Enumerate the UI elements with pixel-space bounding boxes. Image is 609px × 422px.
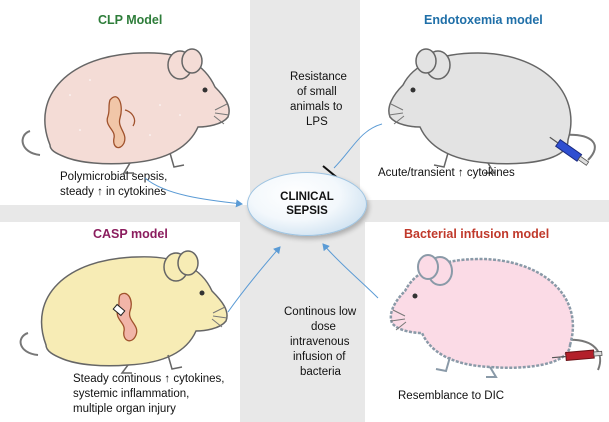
clp-caption-line-1: Polymicrobial sepsis, xyxy=(60,171,168,183)
endotoxemia-rat-illustration xyxy=(388,48,596,174)
bacterial-infusion-model-title: Bacterial infusion model xyxy=(404,227,550,241)
casp-caption-line-1: Steady continous ↑ cytokines, xyxy=(73,373,225,385)
casp-caption-line-2: systemic inflammation, xyxy=(73,388,190,400)
endotoxemia-side-note-line-4: LPS xyxy=(306,116,328,128)
endotoxemia-side-note-line-3: animals to xyxy=(290,101,343,113)
bacterial-side-note-line-3: intravenous xyxy=(290,336,350,348)
bacterial-side-note-line-2: dose xyxy=(311,321,336,333)
bacterial-arrow xyxy=(322,243,379,299)
center-label-line-2: SEPSIS xyxy=(286,205,328,217)
clp-caption-line-2: steady ↑ in cytokines xyxy=(60,186,167,198)
bacterial-side-note-line-5: bacteria xyxy=(300,366,341,378)
casp-arrow xyxy=(227,246,281,313)
casp-rat-illustration xyxy=(19,250,228,374)
clinical-sepsis-oval: CLINICAL SEPSIS xyxy=(247,172,367,236)
bacterial-side-note-line-4: infusion of xyxy=(293,351,346,363)
casp-model-title: CASP model xyxy=(93,227,168,241)
bacterial-caption-line-1: Resemblance to DIC xyxy=(398,390,505,402)
bacterial-infusion-rat-illustration xyxy=(389,254,603,378)
center-label-line-1: CLINICAL xyxy=(280,191,334,203)
clp-arrow xyxy=(144,177,243,208)
endotoxemia-model-title: Endotoxemia model xyxy=(424,13,543,27)
clp-rat-illustration xyxy=(21,48,230,174)
bacterial-side-note-line-1: Continous low xyxy=(284,306,357,318)
endotoxemia-connector xyxy=(333,123,383,169)
endotoxemia-side-note-line-2: of small xyxy=(297,86,337,98)
endotoxemia-side-note-line-1: Resistance xyxy=(290,71,347,83)
casp-caption-line-3: multiple organ injury xyxy=(73,403,176,415)
clp-model-title: CLP Model xyxy=(98,13,163,27)
endotoxemia-caption-line-1: Acute/transient ↑ cytokines xyxy=(378,167,515,179)
